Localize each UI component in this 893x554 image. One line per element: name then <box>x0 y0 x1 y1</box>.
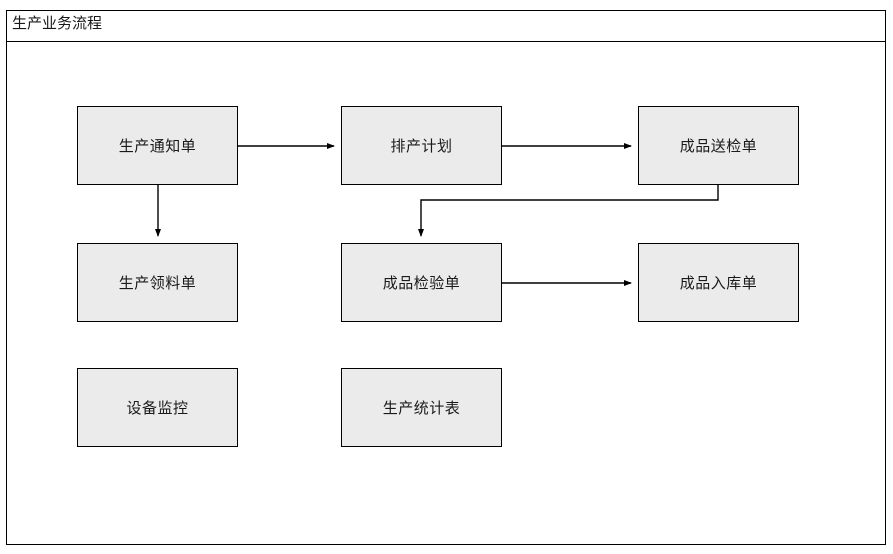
node-label: 生产统计表 <box>382 401 461 417</box>
node-label: 设备监控 <box>126 401 189 417</box>
node-production-notice[interactable]: 生产通知单 <box>77 106 238 185</box>
node-label: 生产通知单 <box>118 139 197 155</box>
node-label: 生产领料单 <box>118 276 197 292</box>
node-label: 成品检验单 <box>382 276 461 292</box>
node-label: 成品入库单 <box>679 276 758 292</box>
node-production-statistics[interactable]: 生产统计表 <box>341 368 502 447</box>
node-label: 成品送检单 <box>679 139 758 155</box>
node-production-schedule[interactable]: 排产计划 <box>341 106 502 185</box>
diagram-title: 生产业务流程 <box>12 16 103 32</box>
node-material-requisition[interactable]: 生产领料单 <box>77 243 238 322</box>
diagram-header <box>7 11 885 42</box>
node-equipment-monitor[interactable]: 设备监控 <box>77 368 238 447</box>
node-finished-goods-submit[interactable]: 成品送检单 <box>638 106 799 185</box>
node-finished-goods-intake[interactable]: 成品入库单 <box>638 243 799 322</box>
node-finished-goods-check[interactable]: 成品检验单 <box>341 243 502 322</box>
node-label: 排产计划 <box>390 139 453 155</box>
